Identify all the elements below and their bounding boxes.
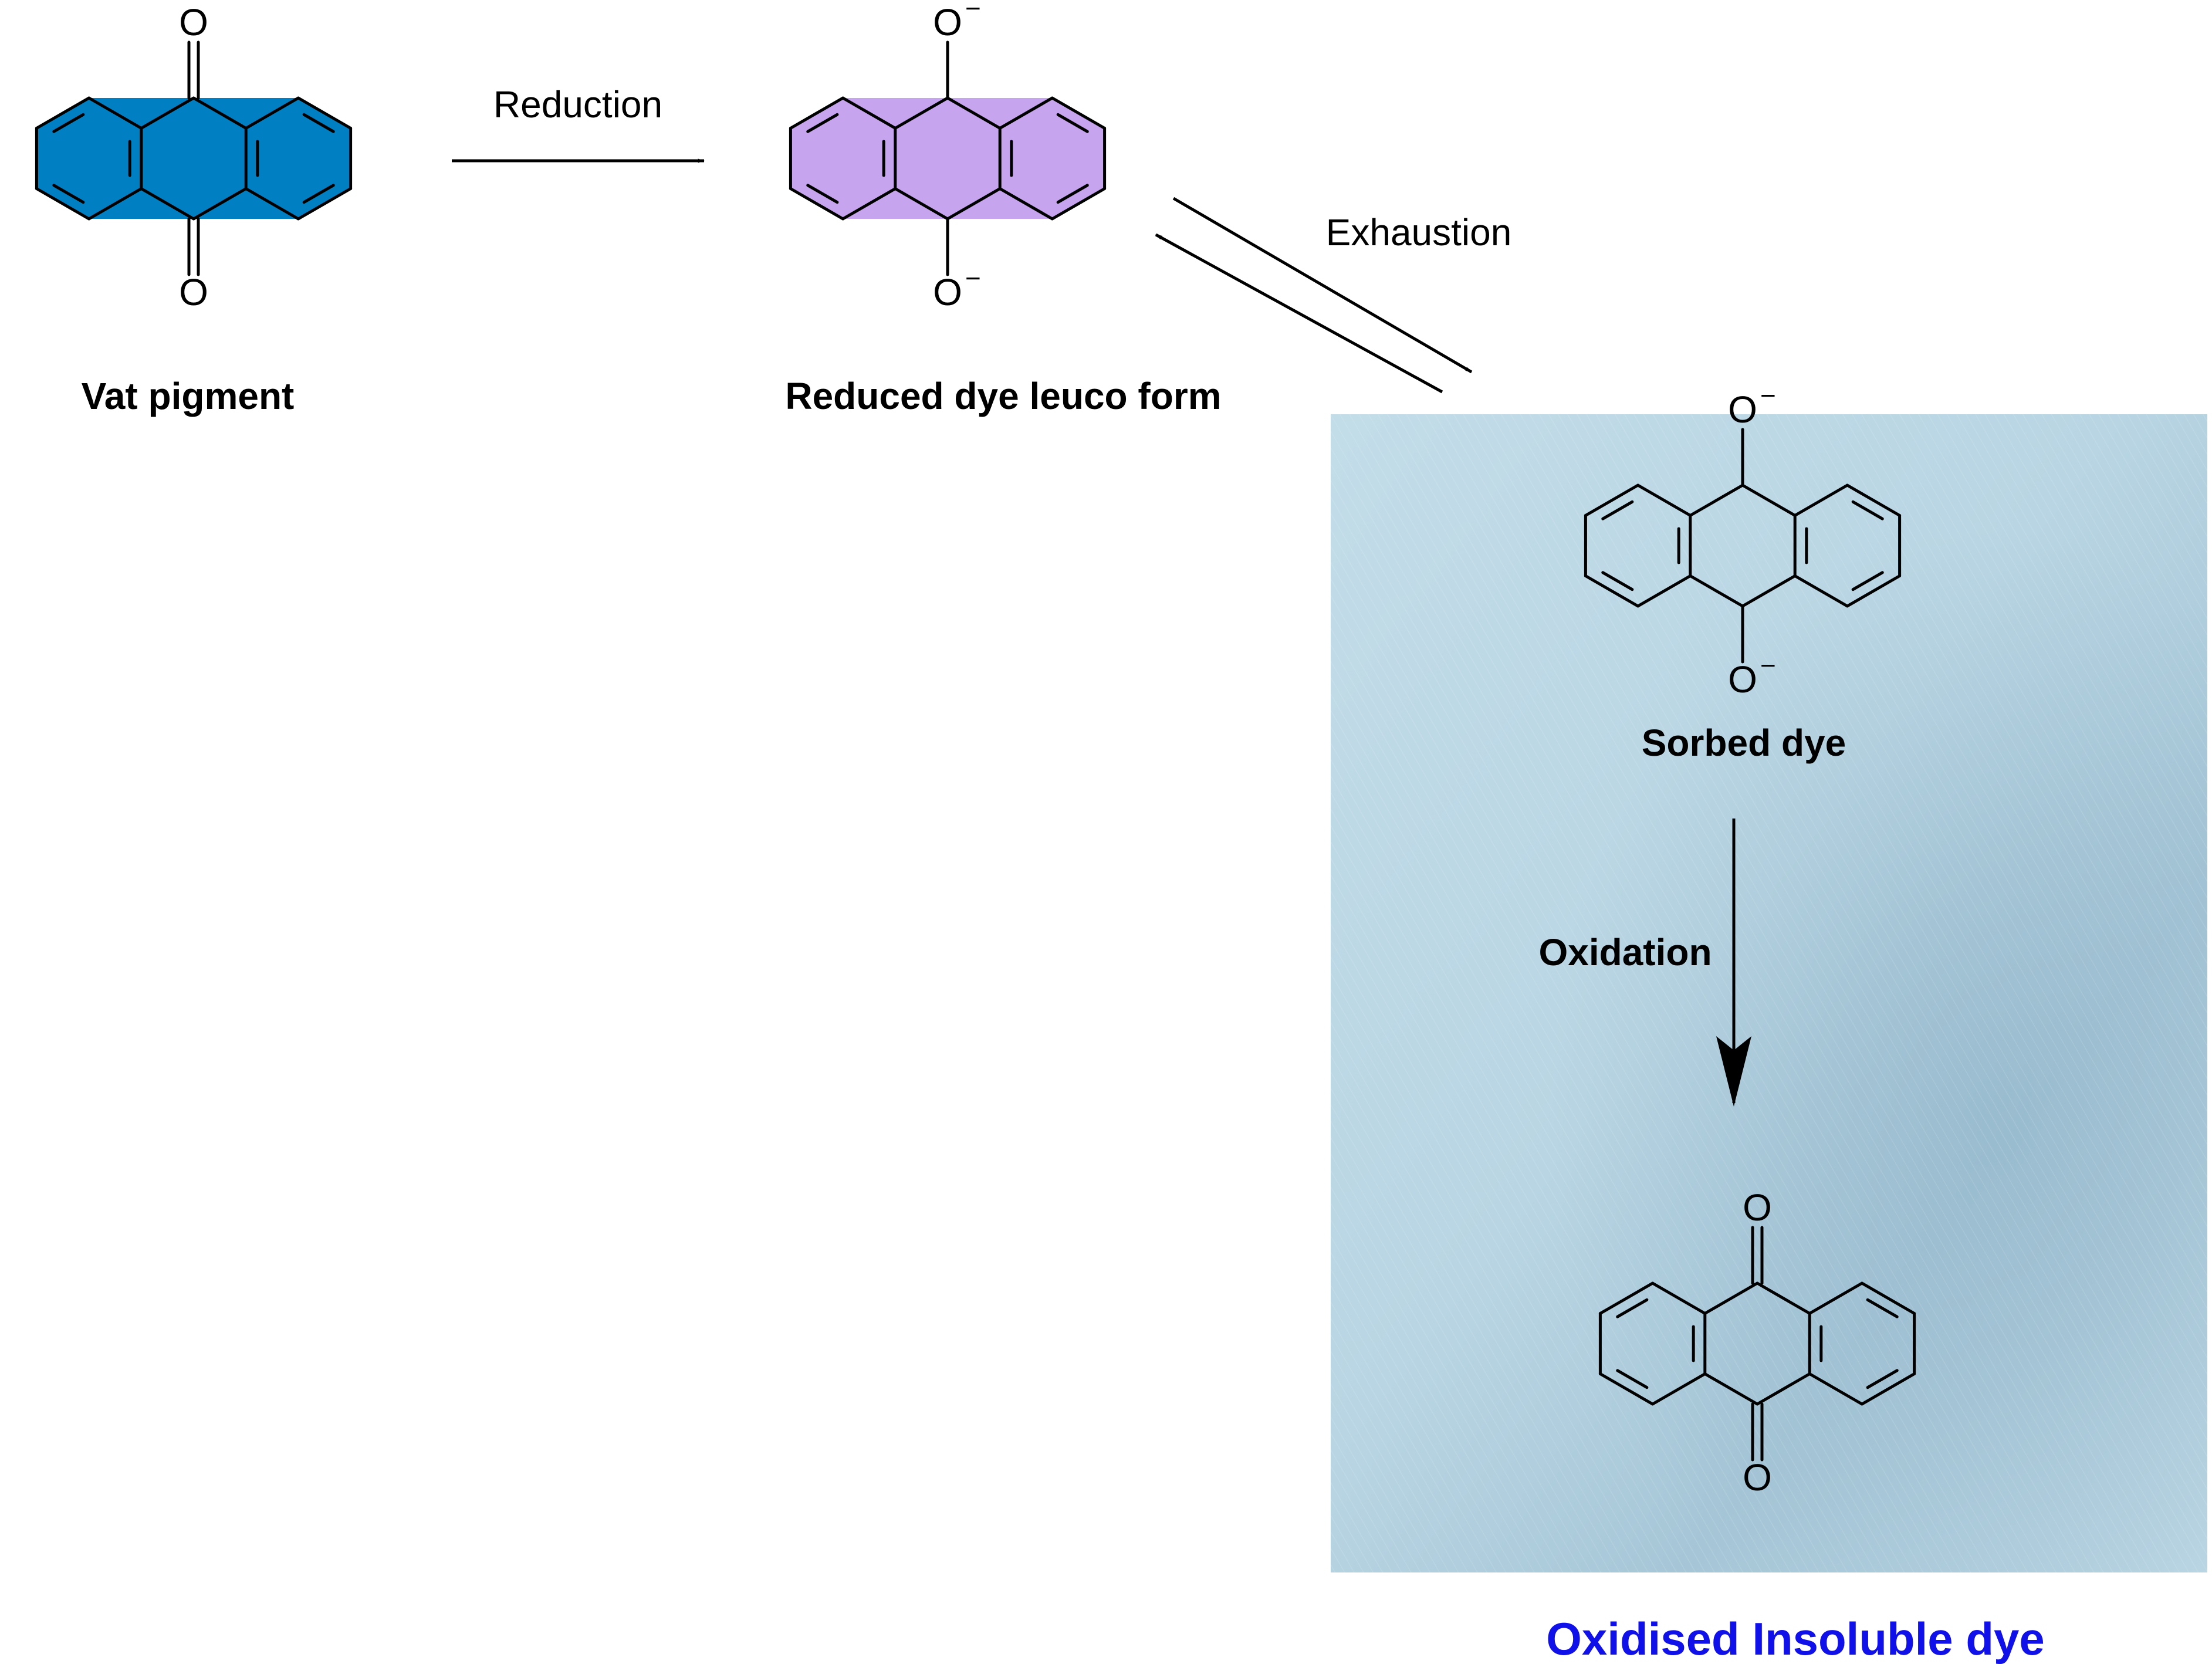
- oxidation-label: Oxidation: [1538, 931, 1712, 973]
- reduced_leuco-bottom-oxygen: O: [933, 271, 962, 313]
- reduced_leuco-top-oxygen: O: [933, 1, 962, 43]
- sorbed_dye-top-oxygen-charge: −: [1760, 380, 1776, 411]
- oxidised-dye-molecule: OO: [1598, 1186, 1916, 1499]
- oxidised-dye-label: Oxidised Insoluble dye: [1546, 1613, 2045, 1664]
- reduced_leuco-top-oxygen-charge: −: [965, 0, 981, 23]
- exhaustion-equilibrium-arrows: [1155, 197, 1473, 394]
- vat-pigment-molecule: OO: [35, 1, 353, 313]
- sorbed-dye-label: Sorbed dye: [1642, 722, 1846, 764]
- reduction-label: Reduction: [493, 83, 662, 126]
- sorbed_dye-top-oxygen: O: [1728, 388, 1757, 431]
- fabric-swatch: [1331, 414, 2207, 1572]
- oxidised_dye-top-oxygen: O: [1743, 1186, 1772, 1229]
- sorbed_dye-bottom-oxygen-charge: −: [1760, 650, 1776, 681]
- vat-pigment-label: Vat pigment: [82, 375, 295, 417]
- reduced_leuco-bottom-oxygen-charge: −: [965, 263, 981, 293]
- sorbed-dye-molecule: O−O−: [1584, 380, 1902, 701]
- vat_pigment-top-oxygen: O: [179, 1, 208, 43]
- exhaustion-label: Exhaustion: [1326, 211, 1512, 253]
- oxidised_dye-bottom-oxygen: O: [1743, 1456, 1772, 1499]
- reduced-leuco-molecule: O−O−: [789, 0, 1107, 313]
- sorbed_dye-bottom-oxygen: O: [1728, 658, 1757, 701]
- reduced-leuco-label: Reduced dye leuco form: [785, 375, 1221, 417]
- vat_pigment-bottom-oxygen: O: [179, 271, 208, 313]
